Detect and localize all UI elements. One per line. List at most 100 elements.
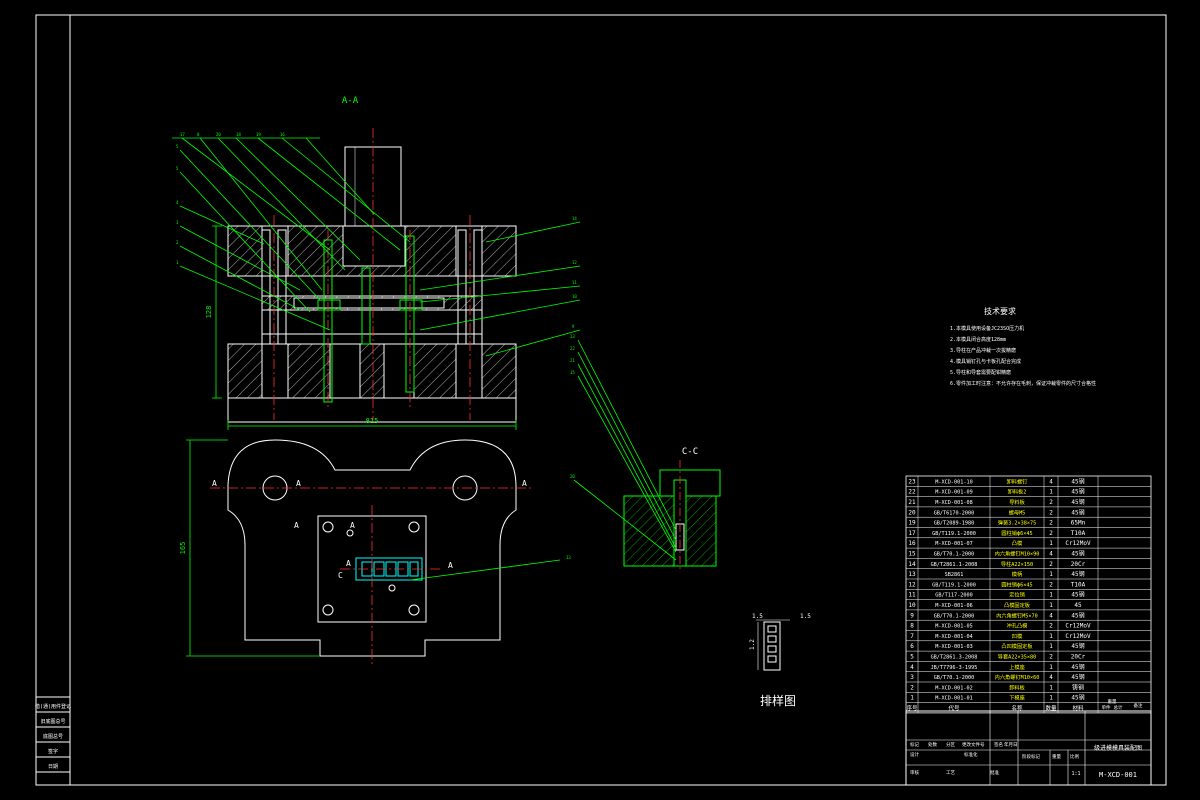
dim-plan-height: 165 [179,542,187,555]
bom-cell: 凸凹模固定板 [1001,642,1033,650]
svg-text:12: 12 [572,260,577,265]
bom-cell: GB/T70.1-2000 [934,613,975,619]
bom-cell: 模柄 [1012,570,1022,578]
left-strip-label: 借(通)用件登记 [35,703,71,710]
section-aa-view: A-A [172,96,581,430]
tb-label: 比例 [1070,753,1079,760]
bom-cell: 4 [910,664,914,671]
bom-cell: 45钢 [1071,663,1084,671]
bom-cell: 1 [1049,695,1053,702]
bom-header-cell: 总计 [1114,704,1123,711]
bom-cell: 45钢 [1071,591,1084,599]
bom-cell: Cr12MoV [1065,633,1091,640]
bom-cell: 内六角螺钉M5×70 [996,611,1038,619]
bom-cell: 20Cr [1071,561,1086,568]
bom-cell: 4 [1049,674,1053,681]
tb-label: 重量 [1052,753,1061,760]
svg-text:22: 22 [570,346,575,351]
tech-item: 6.零件加工时注意：不允许存在毛刺，保证冲裁零件的尺寸合格性 [950,380,1096,387]
bom-header-cell: 数量 [1045,704,1057,712]
svg-text:16: 16 [280,132,285,137]
bom-header-cell: 名称 [1011,704,1023,712]
bom-cell: 凹模 [1012,632,1022,640]
bom-cell: GB/T70.1-2000 [934,675,975,681]
bom-cell: 45钢 [1071,550,1084,558]
left-strip-label: 旧底图总号 [40,718,65,725]
bom-cell: 2 [1049,499,1053,506]
svg-text:3: 3 [176,220,179,225]
bom-cell: 内六角螺钉M10×90 [995,550,1040,558]
tb-label: 工艺 [946,770,955,776]
bom-cell: 1 [1049,633,1053,640]
layout-dim-left: 1.5 [752,613,763,620]
tb-label: 更改文件号 [962,741,985,748]
bom-cell: GB/T2089-1980 [934,521,975,527]
svg-text:11: 11 [572,280,577,285]
layout-dim-side: 1.2 [749,639,756,650]
bom-cell: 2 [1049,530,1053,537]
bom-cell: T10A [1071,530,1086,537]
drawing-code: M-XCD-001 [1099,771,1137,779]
svg-text:17: 17 [180,132,185,137]
bom-cell: 20Cr [1071,654,1086,661]
bom-cell: 凸模 [1012,539,1022,547]
tb-label: 设计 [910,751,919,758]
bom-cell: 22 [908,489,916,496]
bom-cell: 1 [1049,489,1053,496]
bom-cell: 卸料螺钉 [1007,477,1028,485]
bom-cell: 16 [908,540,916,547]
bom-cell: 2 [1049,509,1053,516]
tb-label: 审核 [910,769,919,776]
bom-cell: 2 [1049,581,1053,588]
bom-cell: 21 [908,499,916,506]
bom-header-cell: 单件 [1102,704,1111,711]
bom-cell: M-XCD-001-05 [935,624,972,630]
title-block-name: 级进模模具装配图 [1094,744,1142,752]
bom-cell: T10A [1071,581,1086,588]
outer-border [35,14,1167,786]
bom-cell: JB/T7796-3-1995 [931,665,978,671]
bom-cell: GB/T70.1-2000 [934,552,975,558]
tb-label: 标准化 [964,751,978,758]
bom-cell: 1 [1049,571,1053,578]
plan-view: 13 A A A A C A A A 165 [179,439,571,665]
bom-cell: 定位销 [1009,591,1025,599]
bom-cell: M-XCD-001-08 [935,500,972,506]
tb-label: 年月日 [1004,741,1018,748]
bom-cell: Cr12MoV [1065,623,1091,630]
tb-label: 批准 [990,769,999,776]
tech-item: 2.本模具闭合高度128mm [950,336,1006,343]
left-strip-label: 日期 [48,764,58,770]
bom-cell: 内六角螺钉M10×60 [995,673,1040,681]
bom-cell: 65Mn [1071,520,1086,527]
bom-cell: GB/T117-2000 [935,593,972,599]
bom-cell: 4 [1049,612,1053,619]
bom-cell: M-XCD-001-10 [935,479,972,485]
bom-cell: 15 [908,551,916,558]
bom-cell: GB/T119.1-2000 [932,582,976,588]
bom-cell: 圆柱销ϕ6×45 [1001,529,1032,537]
tech-item: 1.本模具使用设备JC23SO压力机 [950,325,1024,332]
svg-text:13: 13 [566,555,571,560]
cut-label: A [294,521,299,530]
bom-cell: M-XCD-001-06 [935,603,972,609]
svg-text:20: 20 [570,474,575,479]
strip-layout: 1.5 1.5 1.2 排样图 [749,613,811,708]
bom-cell: 2 [910,684,914,691]
bom-cell: 12 [908,581,916,588]
tb-label: 阶段标记 [1022,753,1040,760]
bom-cell: 凸模固定板 [1004,601,1031,609]
tb-label: 签名 [994,741,1003,748]
svg-text:10: 10 [572,294,577,299]
tech-item: 5.导柱和导套需要配钳精磨 [950,369,1011,376]
left-strip-label: 底图总号 [43,733,63,740]
bom-cell: 13 [908,571,916,578]
bom-cell: GB/T2861.1-2008 [931,562,978,568]
bom-cell: 45钢 [1071,508,1084,516]
bom-cell: 45钢 [1071,488,1084,496]
cut-label: A [212,479,217,488]
title-block: 标记 处数 分区 更改文件号 签名 年月日 设计 标准化 阶段标记 重量 比例 … [905,710,1152,786]
bom-cell: 11 [908,592,916,599]
bom-cell: 8 [910,623,914,630]
